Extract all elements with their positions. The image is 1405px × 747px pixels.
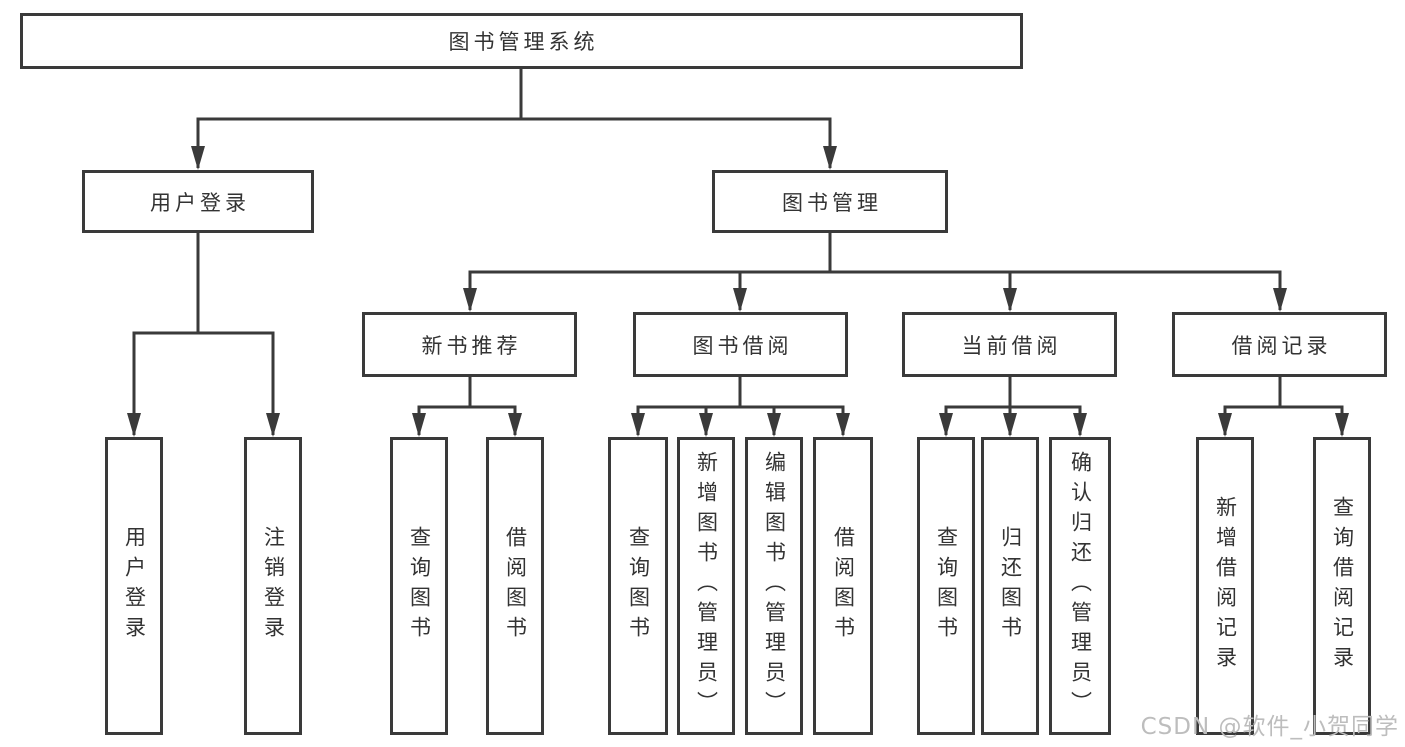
csdn-watermark: CSDN @软件_小贺同学 <box>1140 714 1399 740</box>
node-user-login: 用户登录 <box>82 170 314 233</box>
node-library-management-system: 图书管理系统 <box>20 13 1023 69</box>
node-label: 编辑图书（管理员） <box>762 451 787 721</box>
node-label: 用户登录 <box>150 190 250 215</box>
node-label: 新增借阅记录 <box>1213 496 1238 676</box>
node-current-borrowing: 当前借阅 <box>902 312 1117 377</box>
leaf-query-borrow-record: 查询借阅记录 <box>1313 437 1371 735</box>
node-label: 注销登录 <box>261 526 286 646</box>
leaf-user-login: 用户登录 <box>105 437 163 735</box>
node-label: 借阅记录 <box>1231 333 1332 358</box>
node-borrowing-records: 借阅记录 <box>1172 312 1387 377</box>
leaf-borrow-books-recommend: 借阅图书 <box>486 437 544 735</box>
node-label: 当前借阅 <box>961 333 1062 358</box>
node-label: 查询图书 <box>934 526 959 646</box>
node-label: 确认归还（管理员） <box>1068 451 1093 721</box>
node-book-borrowing: 图书借阅 <box>633 312 848 377</box>
node-label: 查询图书 <box>626 526 651 646</box>
leaf-query-books-current: 查询图书 <box>917 437 975 735</box>
node-label: 新增图书（管理员） <box>694 451 719 721</box>
node-label: 查询借阅记录 <box>1330 496 1355 676</box>
leaf-add-borrow-record: 新增借阅记录 <box>1196 437 1254 735</box>
node-book-management: 图书管理 <box>712 170 948 233</box>
leaf-edit-book-admin: 编辑图书（管理员） <box>745 437 803 735</box>
leaf-borrow-books: 借阅图书 <box>813 437 873 735</box>
leaf-query-books-recommend: 查询图书 <box>390 437 448 735</box>
leaf-confirm-return-admin: 确认归还（管理员） <box>1049 437 1111 735</box>
node-label: 归还图书 <box>998 526 1023 646</box>
leaf-query-books-borrowing: 查询图书 <box>608 437 668 735</box>
leaf-return-books: 归还图书 <box>981 437 1039 735</box>
node-new-book-recommend: 新书推荐 <box>362 312 577 377</box>
node-label: 图书借阅 <box>692 333 793 358</box>
node-label: 新书推荐 <box>421 333 522 358</box>
node-label: 查询图书 <box>407 526 432 646</box>
node-label: 图书管理 <box>782 190 882 215</box>
node-label: 借阅图书 <box>831 526 856 646</box>
node-label: 图书管理系统 <box>448 30 599 54</box>
node-label: 用户登录 <box>122 526 147 646</box>
node-label: 借阅图书 <box>503 526 528 646</box>
leaf-logout: 注销登录 <box>244 437 302 735</box>
leaf-add-book-admin: 新增图书（管理员） <box>677 437 735 735</box>
